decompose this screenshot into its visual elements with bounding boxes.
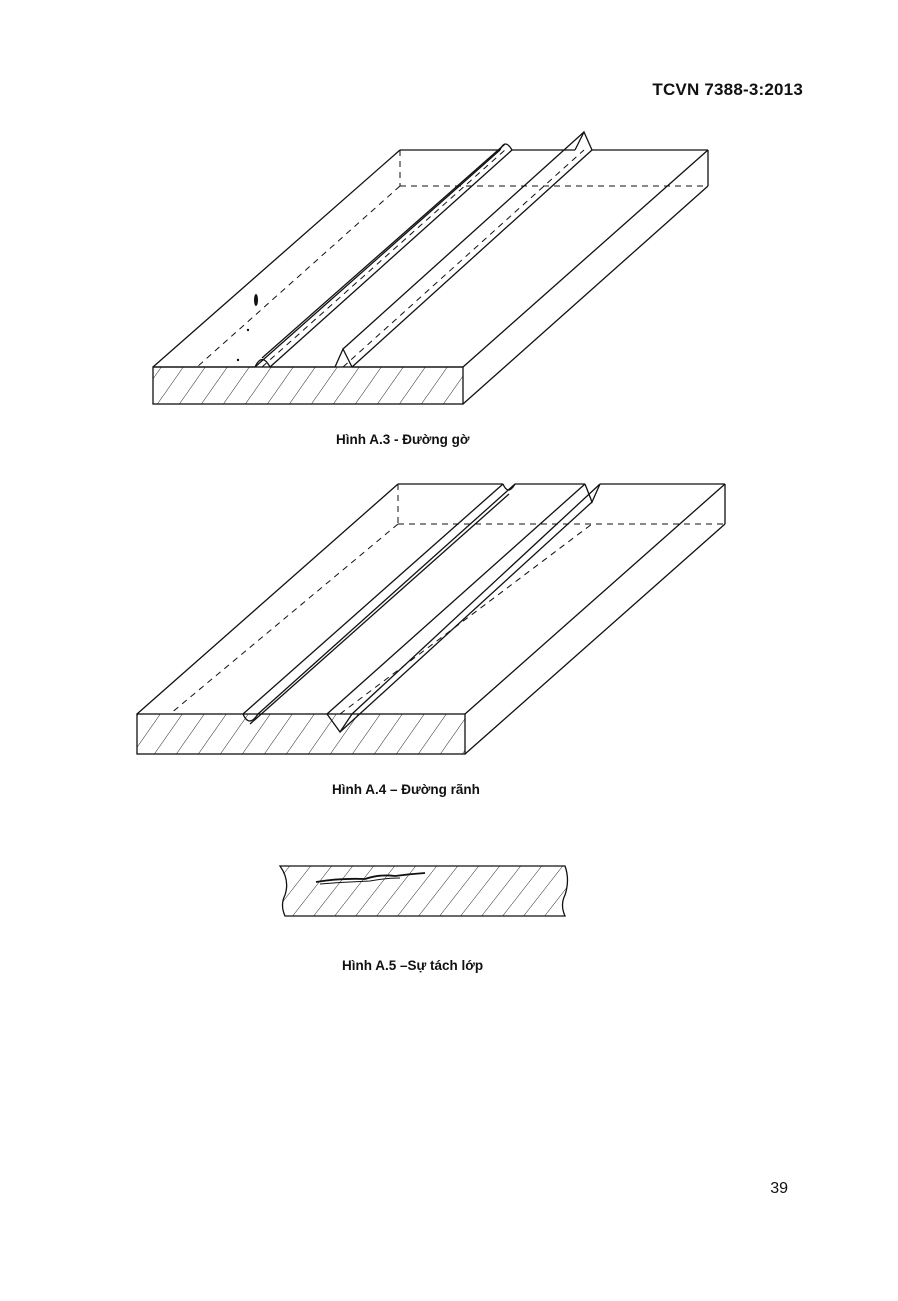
standard-code-header: TCVN 7388-3:2013 [652,80,803,99]
page-number: 39 [770,1180,788,1197]
figure-a3-ridge-plate [152,130,709,405]
figure-a5-caption: Hình A.5 –Sự tách lớp [342,958,484,973]
figure-a4-caption: Hình A.4 – Đường rãnh [332,782,480,797]
figure-a3-caption: Hình A.3 - Đường gờ [336,432,470,447]
figure-a5-delamination-section [278,865,569,917]
figure-a4-groove-plate [136,483,726,755]
